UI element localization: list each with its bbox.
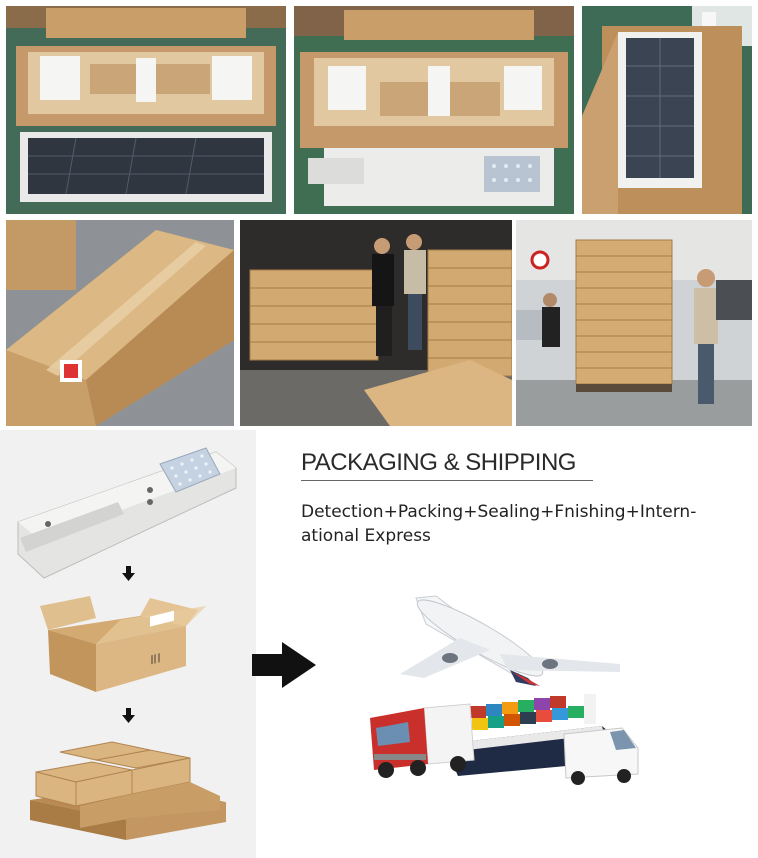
photo-lamp-in-box xyxy=(582,6,752,214)
photo-pallet-loading xyxy=(516,220,752,426)
section-heading: PACKAGING & SHIPPING xyxy=(301,449,576,476)
street-lamp-icon xyxy=(17,447,237,579)
photo-workers-stacking xyxy=(240,220,512,426)
arrow-right-icon xyxy=(252,642,316,688)
pallet-of-cartons-icon xyxy=(30,741,226,840)
photo-lamp-and-box xyxy=(294,6,574,214)
process-line-1: Detection+Packing+Sealing+Fnishing+Inter… xyxy=(301,502,697,522)
process-description: Detection+Packing+Sealing+Fnishing+Inter… xyxy=(301,500,701,548)
heading-underline xyxy=(301,480,593,481)
airplane-icon xyxy=(400,595,620,686)
arrow-down-icon xyxy=(122,566,135,581)
photo-sealed-box xyxy=(6,220,234,426)
packing-flow-illustration xyxy=(0,430,256,858)
photo-panel-and-box xyxy=(6,6,286,214)
arrow-down-icon xyxy=(122,708,135,723)
process-line-2: ational Express xyxy=(301,526,431,546)
van-icon xyxy=(563,727,639,785)
truck-icon xyxy=(370,703,475,778)
open-carton-icon xyxy=(40,596,206,692)
international-transport-illustration xyxy=(340,578,660,798)
